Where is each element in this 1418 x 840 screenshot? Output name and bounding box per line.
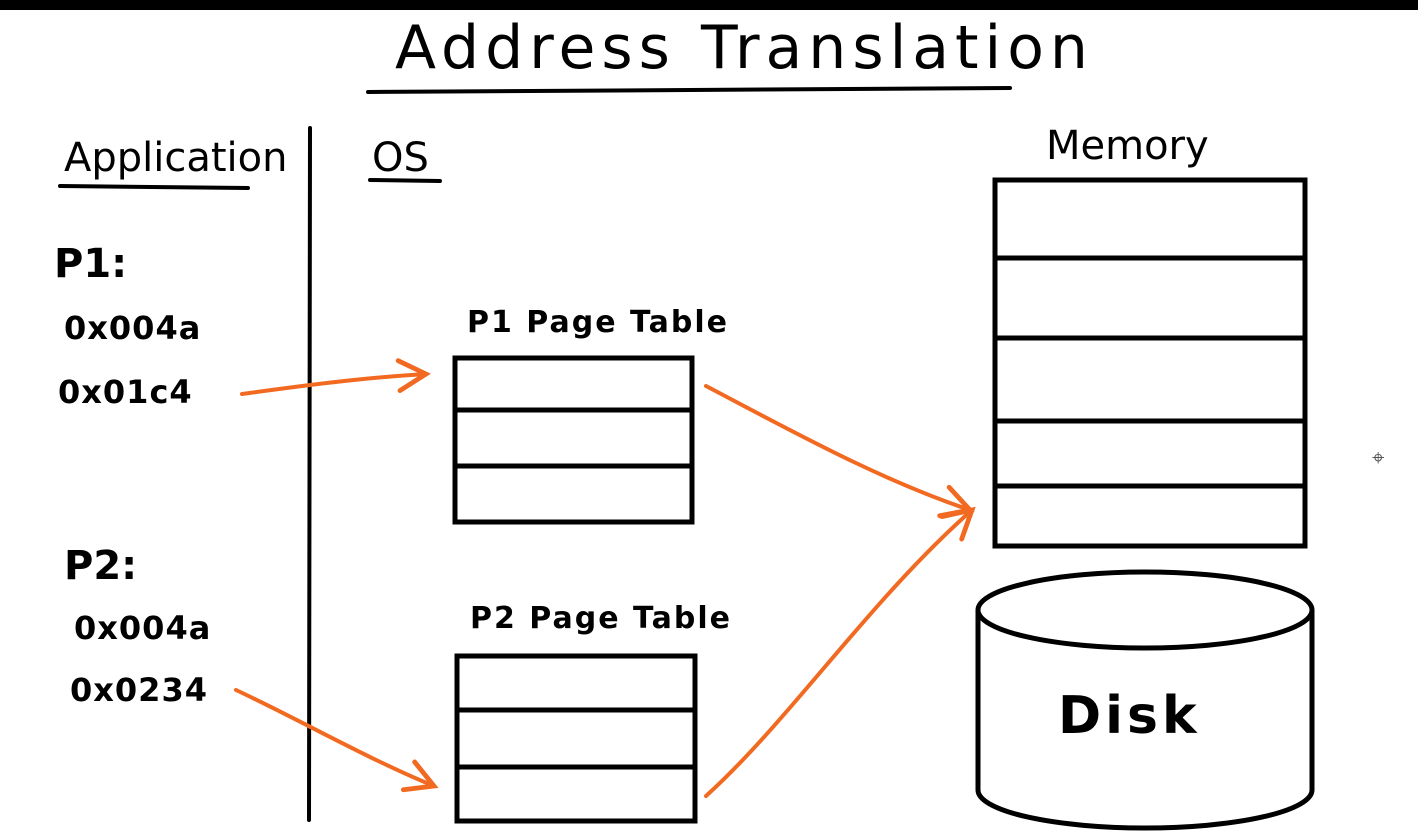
application-underline [58, 184, 250, 190]
p1-address-2: 0x01c4 [58, 373, 193, 411]
process-p2-label: P2: [64, 543, 138, 589]
p2-address-1: 0x004a [74, 609, 212, 647]
cursor-icon: ⌖ [1372, 446, 1385, 471]
title-underline [366, 86, 1012, 94]
p1-page-table-label: P1 Page Table [467, 305, 729, 340]
p1-page-table [452, 355, 695, 525]
top-bar [0, 0, 1418, 10]
p1-address-1: 0x004a [64, 309, 202, 347]
os-underline [368, 178, 442, 183]
memory-heading: Memory [1046, 123, 1209, 169]
application-heading: Application [64, 135, 288, 181]
os-heading: OS [372, 135, 429, 181]
arrow-p2table-to-memory [704, 506, 976, 798]
p2-page-table-label: P2 Page Table [470, 601, 732, 636]
arrow-p1table-to-memory [704, 384, 975, 519]
app-os-divider [307, 126, 312, 822]
disk-cylinder [975, 569, 1315, 831]
process-p1-label: P1: [54, 241, 128, 287]
arrow-p2-to-pagetable [234, 688, 439, 793]
disk-label: Disk [1058, 686, 1201, 746]
memory-block [992, 177, 1308, 549]
diagram-title: Address Translation [395, 13, 1094, 83]
arrow-p1-to-pagetable [240, 358, 431, 396]
p2-page-table [454, 653, 698, 824]
p2-address-2: 0x0234 [70, 671, 208, 709]
